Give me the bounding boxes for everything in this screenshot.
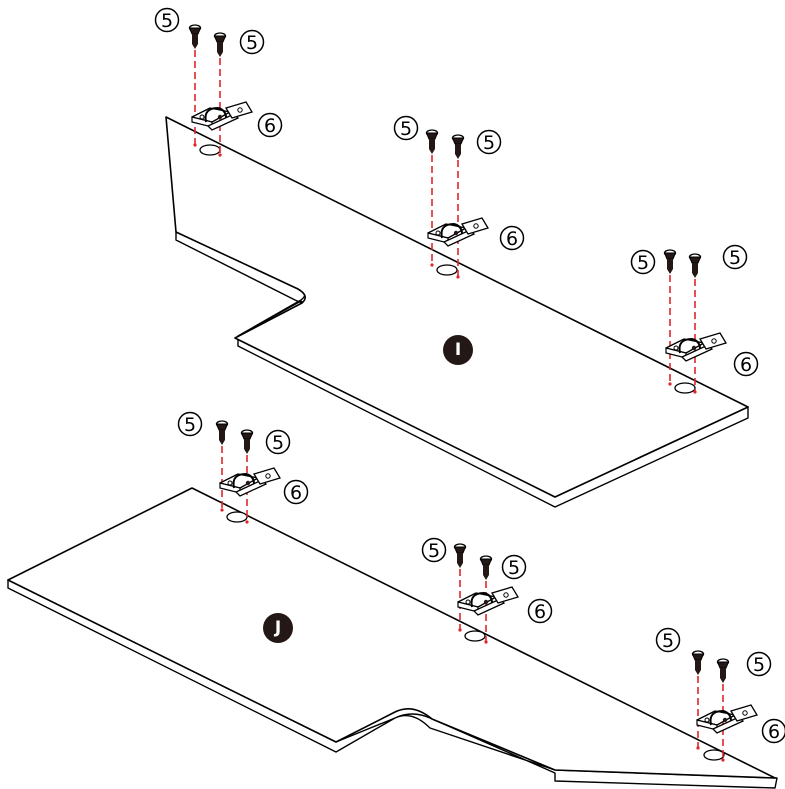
panel-j-badge: J [263,613,293,643]
screw-callout: 5 [630,249,656,275]
hinge-callout: 6 [257,112,283,138]
panel-j: J [7,487,778,789]
hinge-callout: 6 [733,351,759,377]
hinge-callout: 6 [761,718,785,744]
hinge-cup-hole [703,749,725,761]
screw-icon [479,555,493,580]
screw-callout: 5 [393,115,419,141]
screw-callout-text: 5 [662,630,674,652]
screw-callout: 5 [476,129,502,155]
hinge-icon [665,332,727,362]
panel-i-top [165,116,749,498]
screw-icon [240,429,254,454]
screw-callout-text: 5 [428,540,440,562]
hinge-callout: 6 [283,479,309,505]
screw-callout: 5 [421,537,447,563]
hinge-cup-hole [436,264,458,276]
screw-icon [453,543,467,568]
panel-i: I [165,116,749,508]
panel-j-edge [7,579,778,789]
screw-callout: 5 [722,244,748,270]
panel-j-hinge-set-3: 5 5 6 [655,627,785,762]
hinge-cup-hole [226,511,248,523]
screw-callout: 5 [501,554,527,580]
screw-icon [425,129,439,154]
screw-callout-text: 5 [508,557,520,579]
panel-i-hinge-set-1: 5 5 6 [154,7,283,157]
hinge-icon [191,101,253,131]
hinge-cup-hole [674,382,696,394]
hinge-icon [696,704,758,734]
hinge-icon [457,586,519,616]
screw-callout: 5 [746,651,772,677]
panel-j-badge-circle [263,613,293,643]
panel-j-hinge-set-1: 5 5 6 [177,411,309,524]
panel-j-top [7,487,776,779]
screw-icon [188,24,202,49]
screw-callout: 5 [655,627,681,653]
hinge-cup-hole [464,630,486,642]
screw-callout-text: 5 [272,432,284,454]
screw-icon [688,253,702,278]
panel-i-letter: I [455,340,461,360]
screw-callout: 5 [239,29,265,55]
hinge-callout-text: 6 [768,721,780,743]
hinge-callout: 6 [499,225,525,251]
panel-i-badge-circle [443,335,473,365]
screw-icon [215,420,229,445]
panel-j-hinge-set-2: 556 [421,537,553,644]
screw-icon [451,134,465,159]
panel-j-letter: J [274,618,281,638]
hinge-callout-text: 6 [740,354,752,376]
screw-callout: 5 [154,7,180,33]
hinge-callout: 6 [527,598,553,624]
screw-callout-text: 5 [161,10,173,32]
panel-i-badge: I [443,335,473,365]
hinge-callout-text: 6 [534,601,546,623]
panel-i-hinge-set-3: 5 5 6 [630,244,759,394]
screw-callout-text: 5 [184,414,196,436]
hinge-callout-text: 6 [264,115,276,137]
screw-callout: 5 [177,411,203,437]
screw-icon [663,249,677,274]
hinge-callout-text: 6 [506,228,518,250]
screw-callout: 5 [265,429,291,455]
screw-icon [716,658,730,683]
screw-callout-text: 5 [246,32,258,54]
screw-callout-text: 5 [483,132,495,154]
screw-icon [691,650,705,675]
hinge-cup-hole [199,144,221,156]
screw-icon [213,32,227,57]
hinge-icon [427,217,489,247]
panel-i-hinge-set-2: 5 5 6 [393,115,525,279]
screw-callout-text: 5 [753,654,765,676]
screw-callout-text: 5 [729,247,741,269]
hinge-callout-text: 6 [290,482,302,504]
screw-callout-text: 5 [400,118,412,140]
hinge-icon [219,467,281,497]
screw-callout-text: 5 [637,252,649,274]
